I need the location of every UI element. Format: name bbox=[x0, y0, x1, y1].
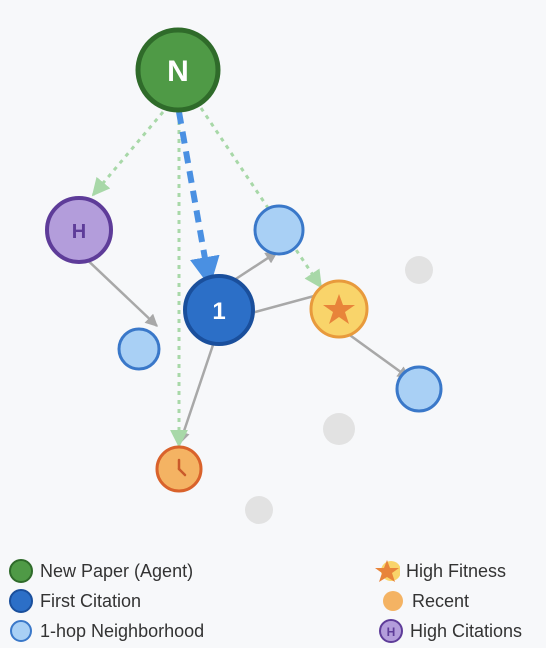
legend-label: First Citation bbox=[40, 590, 142, 611]
one-hop-node[interactable] bbox=[117, 327, 161, 371]
one-hop-node[interactable] bbox=[253, 204, 305, 256]
recent-swatch-icon bbox=[380, 588, 406, 614]
citation-edge bbox=[79, 252, 158, 327]
citation-edge bbox=[339, 326, 411, 380]
agent-swatch-icon bbox=[8, 558, 34, 584]
legend-item-high-fitness: High Fitness bbox=[374, 556, 506, 586]
legend-label: 1-hop Neighborhood bbox=[40, 620, 205, 641]
legend: New Paper (Agent) First Citation 1-hop N… bbox=[0, 552, 546, 648]
agent-node[interactable]: N bbox=[135, 27, 221, 113]
high-fitness-node[interactable] bbox=[309, 279, 369, 339]
legend-label: High Fitness bbox=[406, 560, 507, 581]
legend-label: New Paper (Agent) bbox=[40, 560, 194, 581]
inactive-node bbox=[245, 496, 273, 524]
first-citation-node[interactable]: 1 bbox=[183, 274, 255, 346]
agent-edge bbox=[91, 111, 165, 197]
agent-node-label: N bbox=[167, 55, 189, 88]
inactive-node bbox=[323, 413, 355, 445]
first-citation-swatch-icon bbox=[8, 588, 34, 614]
agent-edge bbox=[199, 107, 323, 289]
high-citations-swatch-letter: H bbox=[387, 625, 396, 639]
legend-label: Recent bbox=[412, 590, 470, 611]
inactive-node bbox=[405, 256, 433, 284]
high-citations-node-label: H bbox=[72, 221, 86, 243]
one-hop-swatch-icon bbox=[8, 618, 34, 644]
citation-edge bbox=[177, 335, 218, 445]
legend-label: High Citations bbox=[410, 620, 523, 641]
legend-item-first-citation: First Citation bbox=[8, 586, 141, 616]
legend-item-recent: Recent bbox=[380, 586, 469, 616]
one-hop-node[interactable] bbox=[395, 365, 443, 413]
legend-item-one-hop: 1-hop Neighborhood bbox=[8, 616, 204, 646]
legend-item-new-paper: New Paper (Agent) bbox=[8, 556, 193, 586]
star-icon bbox=[374, 558, 400, 584]
agent-first-citation-edge bbox=[176, 111, 220, 287]
first-citation-node-label: 1 bbox=[212, 298, 225, 325]
high-citations-swatch-icon: H bbox=[378, 618, 404, 644]
star-icon bbox=[323, 294, 355, 324]
high-citations-node[interactable]: H bbox=[45, 196, 113, 264]
citation-graph: H 1 N bbox=[45, 27, 443, 524]
clock-icon bbox=[177, 458, 187, 477]
recent-node[interactable] bbox=[155, 445, 203, 493]
legend-item-high-citations: H High Citations bbox=[378, 616, 522, 646]
